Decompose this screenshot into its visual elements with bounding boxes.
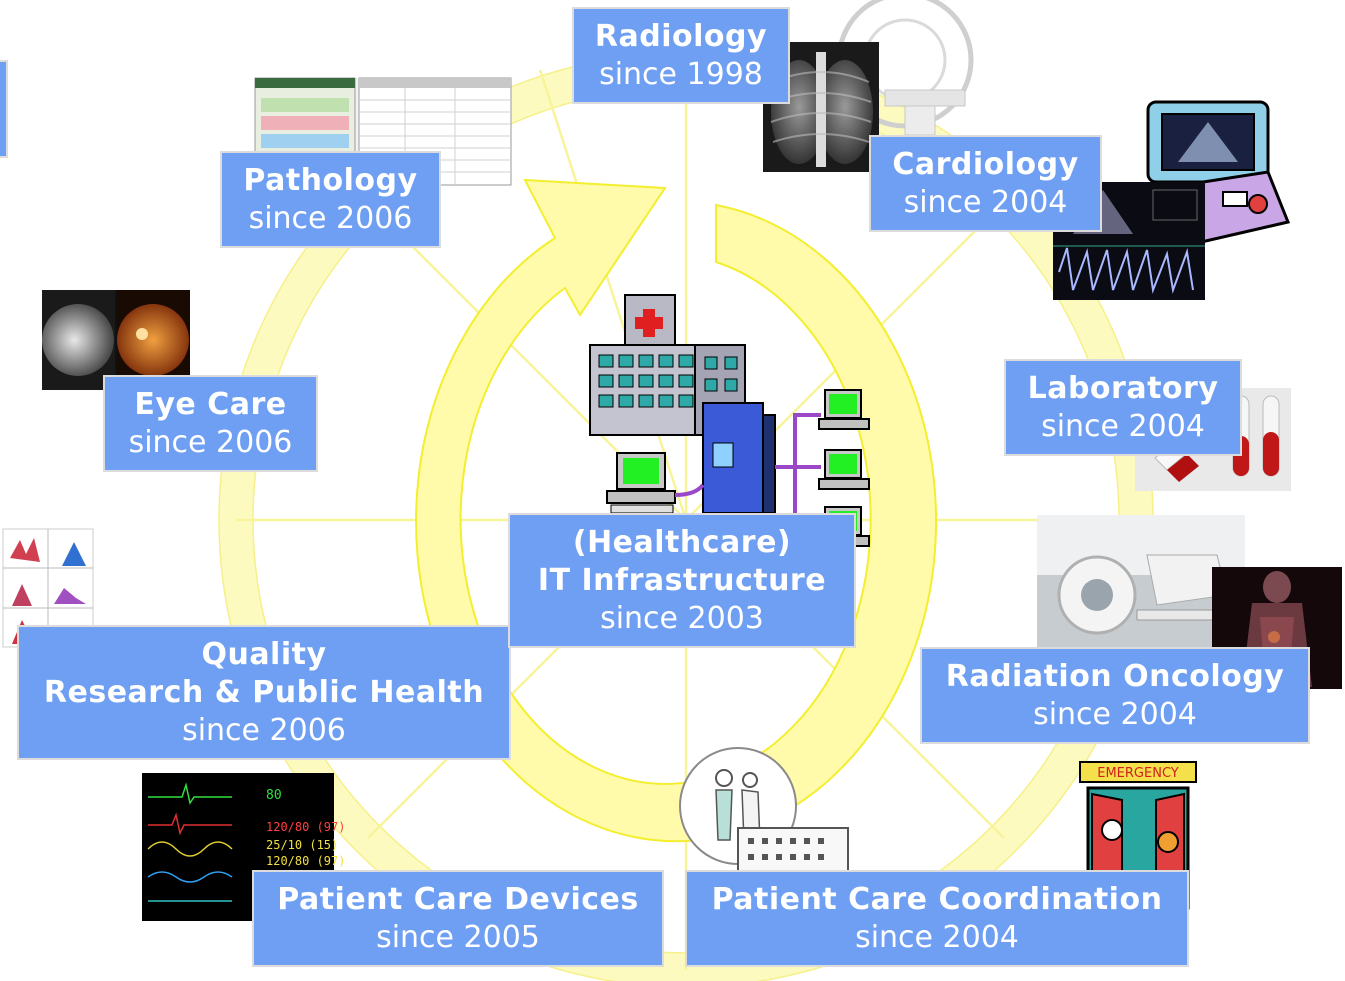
- circular-arrow: [415, 178, 938, 843]
- cardiology-box[interactable]: Cardiology since 2004: [869, 135, 1102, 232]
- eye-care-since: since 2006: [128, 424, 293, 460]
- patient-care-coordination-title: Patient Care Coordination: [711, 881, 1163, 917]
- it-infrastructure-since: since 2003: [600, 600, 764, 636]
- pathology-since: since 2006: [248, 200, 413, 236]
- pathology-title: Pathology: [243, 162, 418, 198]
- cardiology-title: Cardiology: [892, 146, 1079, 182]
- emergency-sign-text: EMERGENCY: [1097, 766, 1179, 781]
- radiation-oncology-since: since 2004: [1033, 696, 1197, 732]
- pathology-box[interactable]: Pathology since 2006: [220, 151, 441, 248]
- monitor-pa: 25/10 (15): [266, 838, 338, 852]
- patient-care-coordination-box[interactable]: Patient Care Coordination since 2004: [685, 870, 1189, 967]
- patient-care-devices-title: Patient Care Devices: [277, 881, 639, 917]
- patient-care-devices-box[interactable]: Patient Care Devices since 2005: [252, 870, 664, 967]
- treatment-room-image: [1037, 515, 1245, 650]
- quality-title: Quality: [201, 636, 327, 672]
- radiology-box[interactable]: Radiology since 1998: [572, 7, 790, 104]
- cardiology-since: since 2004: [903, 184, 1068, 220]
- research-public-health-title: Research & Public Health: [43, 674, 485, 710]
- it-infrastructure-box[interactable]: (Healthcare) IT Infrastructure since 200…: [508, 513, 856, 648]
- laboratory-since: since 2004: [1041, 408, 1205, 444]
- healthcare-title: (Healthcare): [572, 524, 792, 560]
- hospital-network-image: [585, 294, 875, 550]
- monitor-hr: 80: [266, 788, 282, 803]
- quality-since: since 2006: [182, 712, 346, 748]
- laboratory-title: Laboratory: [1027, 370, 1219, 406]
- eye-care-box[interactable]: Eye Care since 2006: [103, 375, 318, 472]
- radiation-oncology-box[interactable]: Radiation Oncology since 2004: [920, 647, 1310, 744]
- laboratory-box[interactable]: Laboratory since 2004: [1004, 359, 1242, 456]
- it-infrastructure-title: IT Infrastructure: [537, 562, 827, 598]
- care-coordination-image: [668, 747, 858, 878]
- patient-care-coordination-since: since 2004: [855, 919, 1019, 955]
- patient-care-devices-since: since 2005: [376, 919, 540, 955]
- radiation-oncology-title: Radiation Oncology: [945, 658, 1285, 694]
- quality-research-box[interactable]: Quality Research & Public Health since 2…: [17, 625, 511, 760]
- radiology-since: since 1998: [599, 56, 763, 92]
- offscreen-box-fragment: [0, 60, 8, 158]
- monitor-bp2: 120/80 (97): [266, 854, 345, 868]
- radiology-title: Radiology: [594, 18, 768, 54]
- monitor-bp1: 120/80 (97): [266, 820, 345, 834]
- eye-care-title: Eye Care: [134, 386, 287, 422]
- retina-image: [42, 290, 190, 390]
